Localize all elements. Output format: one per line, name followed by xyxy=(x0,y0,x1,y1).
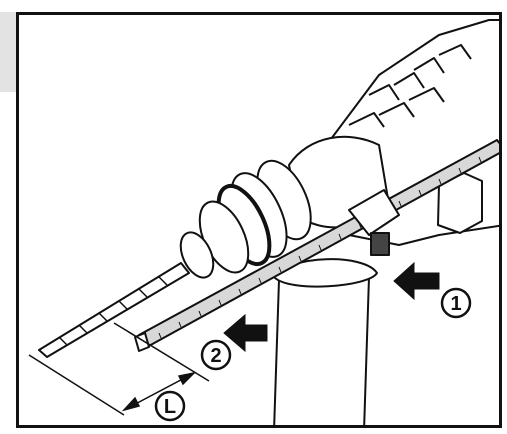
drill-depth-stop-diagram: 1 2 L xyxy=(28,19,499,425)
dimension-arrowhead-1 xyxy=(121,396,141,412)
chuck-nose xyxy=(179,231,215,279)
dimension-line-b xyxy=(113,322,210,382)
push-arrow-1 xyxy=(393,261,440,301)
housing-vents xyxy=(348,44,472,128)
dimension-line-a xyxy=(28,354,125,416)
callout-label-2: 2 xyxy=(210,345,221,367)
depth-stop-clamp xyxy=(348,189,400,236)
drill-bit-flutes xyxy=(58,276,168,346)
push-arrow-2 xyxy=(223,313,268,353)
dimension-arrowhead-2 xyxy=(177,371,197,386)
callout-label-L: L xyxy=(164,396,176,418)
depth-stop-release-button xyxy=(370,232,390,256)
callout-circle-1 xyxy=(440,287,472,319)
page-edge-tab xyxy=(0,12,16,92)
drill-grip xyxy=(273,265,370,425)
drill-bit xyxy=(38,262,190,358)
callout-circle-L xyxy=(154,390,186,422)
callout-label-1: 1 xyxy=(450,293,461,315)
illustration-frame: 1 2 L xyxy=(16,12,502,428)
callout-circle-2 xyxy=(200,339,232,371)
